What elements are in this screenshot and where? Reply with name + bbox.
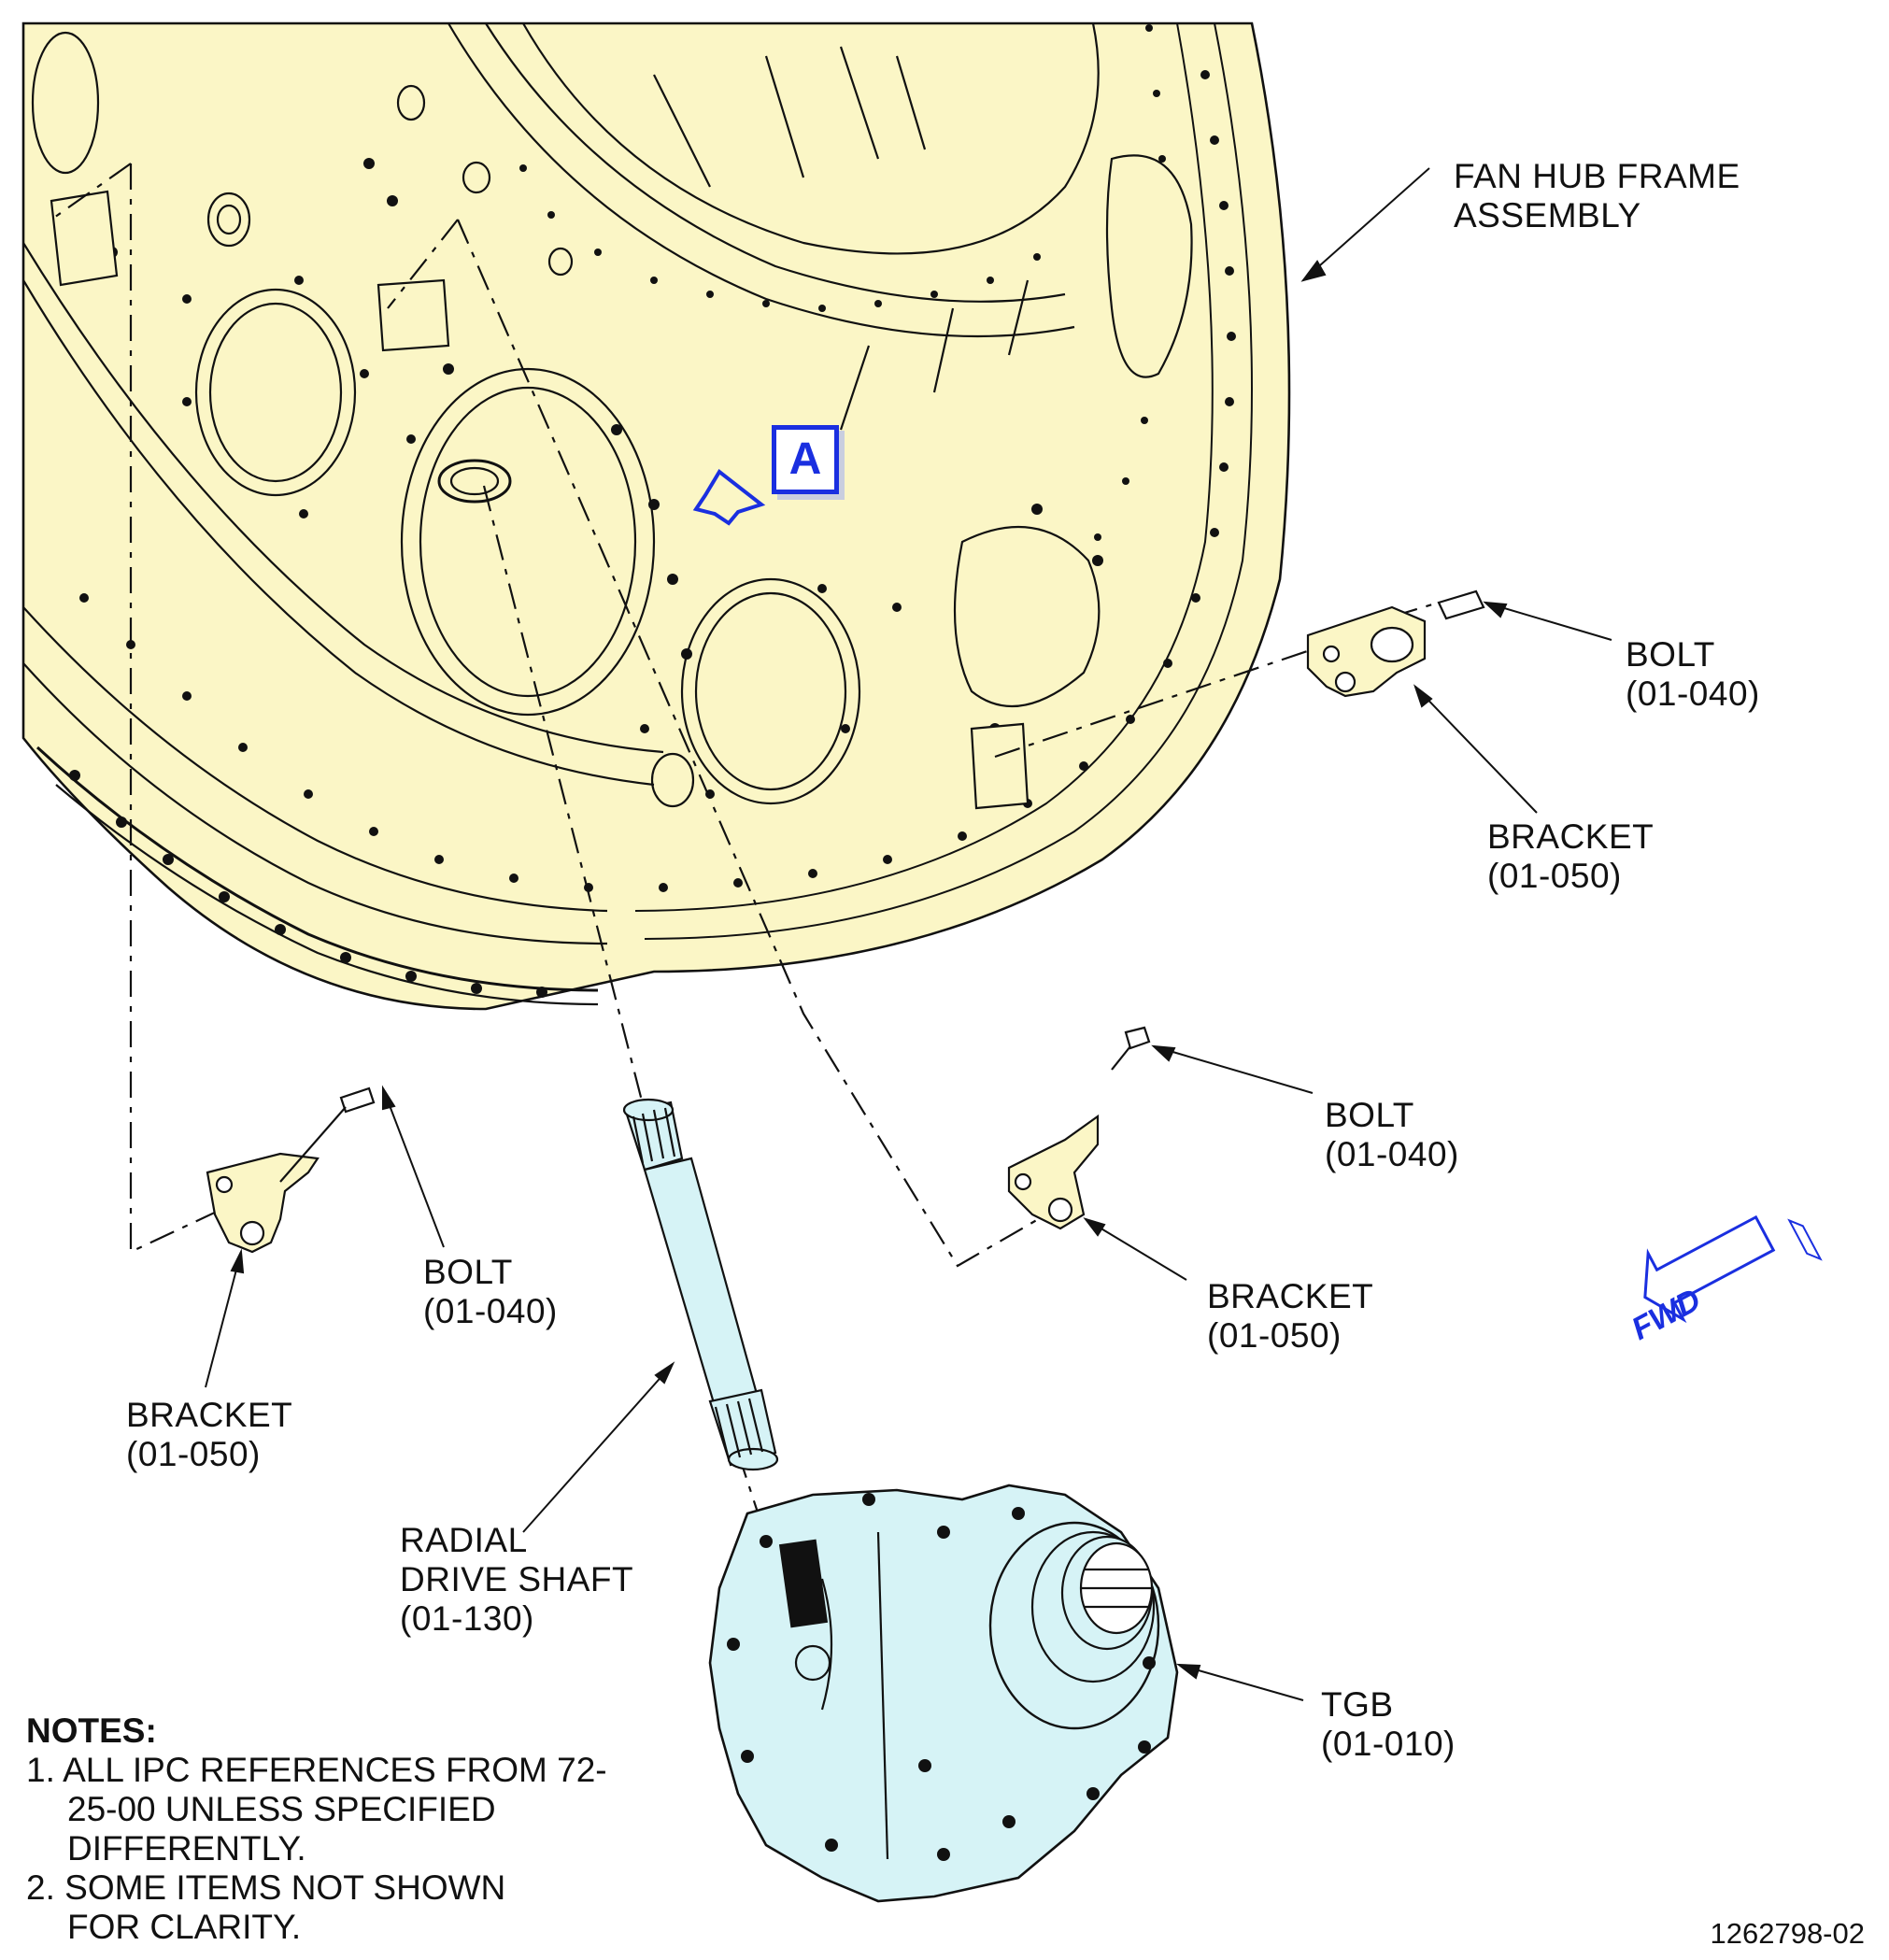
label-tgb: TGB (01-010)	[1321, 1685, 1456, 1764]
label-bolt-right: BOLT (01-040)	[1626, 635, 1760, 714]
label-line: BRACKET	[1207, 1277, 1374, 1315]
label-line: (01-040)	[423, 1292, 558, 1330]
view-a-marker: A	[772, 425, 839, 494]
label-line: BOLT	[1626, 635, 1715, 674]
note-item-2: 2. SOME ITEMS NOT SHOWN FOR CLARITY.	[26, 1868, 506, 1946]
fan-hub-frame-assembly	[21, 21, 1291, 1011]
bolt-left-drawing	[279, 1087, 376, 1183]
label-line: (01-010)	[1321, 1725, 1456, 1763]
label-line: (01-040)	[1626, 675, 1760, 713]
label-line: (01-130)	[400, 1599, 534, 1638]
note-item-1: 1. ALL IPC REFERENCES FROM 72-25-00 UNLE…	[26, 1751, 607, 1868]
notes-block: NOTES: 1. ALL IPC REFERENCES FROM 72-25-…	[26, 1711, 628, 1947]
label-line: BRACKET	[1487, 817, 1655, 856]
label-line: TGB	[1321, 1685, 1394, 1724]
label-line: BOLT	[1325, 1096, 1414, 1134]
label-line: FAN HUB FRAME	[1454, 157, 1740, 195]
label-fan-hub-frame-assembly: FAN HUB FRAME ASSEMBLY	[1454, 157, 1740, 235]
label-line: RADIAL	[400, 1521, 528, 1559]
bolt-center-drawing	[1111, 1026, 1151, 1071]
bracket-left-drawing	[206, 1152, 320, 1254]
radial-drive-shaft	[622, 1098, 779, 1471]
label-line: DRIVE SHAFT	[400, 1560, 634, 1598]
transfer-gearbox	[708, 1484, 1179, 1903]
callout-arrows	[205, 167, 1612, 1701]
bracket-right-drawing	[1306, 605, 1427, 698]
bolt-right-drawing	[1437, 589, 1485, 620]
label-bolt-center: BOLT (01-040)	[1325, 1096, 1459, 1174]
figure-number: 1262798-02	[1710, 1917, 1866, 1950]
label-bolt-left: BOLT (01-040)	[423, 1253, 558, 1331]
notes-heading: NOTES:	[26, 1711, 157, 1750]
label-radial-drive-shaft: RADIAL DRIVE SHAFT (01-130)	[400, 1521, 633, 1639]
view-direction-arrow	[692, 469, 766, 526]
label-line: (01-050)	[1207, 1316, 1342, 1355]
label-bracket-left: BRACKET (01-050)	[126, 1396, 292, 1474]
label-bracket-center: BRACKET (01-050)	[1207, 1277, 1373, 1356]
label-line: (01-050)	[1487, 857, 1622, 895]
bracket-center-drawing	[1007, 1114, 1100, 1230]
label-line: BOLT	[423, 1253, 513, 1291]
label-line: ASSEMBLY	[1454, 196, 1641, 234]
label-line: (01-040)	[1325, 1135, 1459, 1173]
label-bracket-right: BRACKET (01-050)	[1487, 817, 1654, 896]
fwd-arrow-marker	[1643, 1214, 1823, 1324]
label-line: (01-050)	[126, 1435, 261, 1473]
label-line: BRACKET	[126, 1396, 293, 1434]
